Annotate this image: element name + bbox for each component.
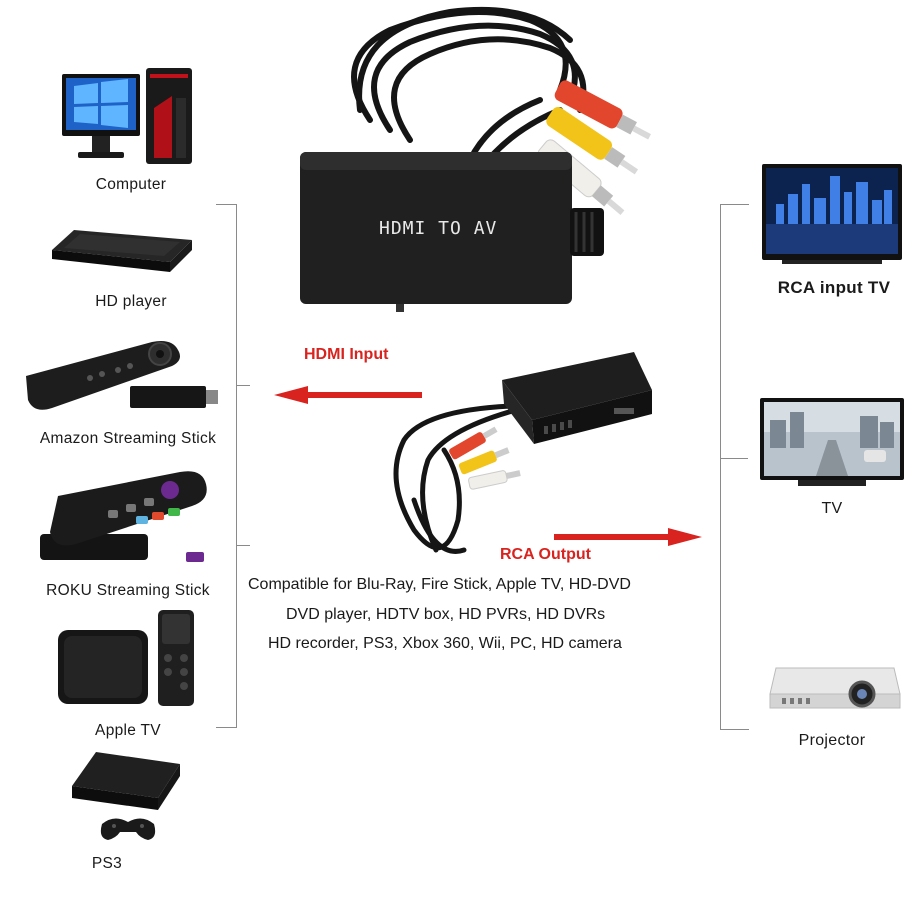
compatibility-text: Compatible for Blu-Ray, Fire Stick, Appl… [248,570,718,659]
small-converter-icon [393,352,652,554]
hdmi-input-arrow-icon [274,386,422,404]
rca-output-label: RCA Output [500,546,591,563]
device-label-apple-tv: Apple TV [95,722,161,739]
roku-stick-icon [40,471,207,562]
amazon-stick-icon [26,341,218,410]
ps3-icon [72,752,180,840]
hd-player-icon [52,230,192,272]
device-label-hd-player: HD player [95,293,167,310]
compatibility-line-2: DVD player, HDTV box, HD PVRs, HD DVRs [286,605,606,623]
device-label-computer: Computer [95,176,167,193]
converter-label: HDMI TO AV [379,218,498,239]
device-label-rca-tv: RCA input TV [777,278,891,297]
apple-tv-icon [58,610,194,706]
right-bracket [720,204,749,730]
device-label-tv: TV [821,500,843,517]
left-bracket-tick [236,545,250,546]
left-bracket-tick [236,385,250,386]
left-bracket [216,204,237,728]
projector-icon [769,667,901,709]
converter-box-icon [300,152,604,312]
rca-tv-icon [762,164,902,264]
device-label-amazon-stick: Amazon Streaming Stick [39,430,217,447]
compatibility-line-3: HD recorder, PS3, Xbox 360, Wii, PC, HD … [268,635,622,652]
tv-icon [760,398,904,486]
device-label-roku-stick: ROKU Streaming Stick [46,582,210,599]
computer-icon [62,68,192,164]
av-cable-coil-icon [351,7,587,173]
device-label-projector: Projector [798,732,866,749]
compatibility-line-1: Compatible for Blu-Ray, Fire Stick, Appl… [248,576,631,593]
hdmi-input-label: HDMI Input [304,346,389,363]
right-bracket-tick [720,458,748,459]
device-label-ps3: PS3 [91,855,123,872]
rca-output-arrow-icon [554,528,702,546]
